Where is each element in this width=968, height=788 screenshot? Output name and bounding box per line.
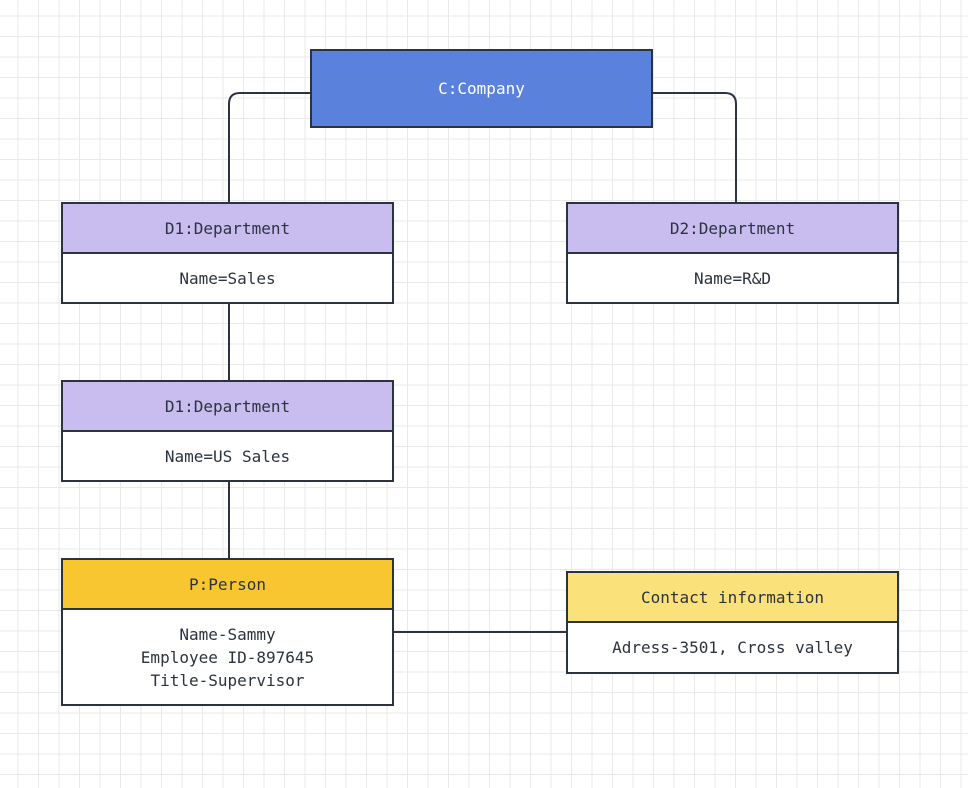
- department-body: Name=Sales: [63, 254, 392, 302]
- department-header: D2:Department: [568, 204, 897, 254]
- department-title: D1:Department: [164, 396, 291, 416]
- department-body: Name=R&D: [568, 254, 897, 302]
- department-node-d1[interactable]: D1:Department Name=Sales: [61, 202, 394, 304]
- person-body: Name-Sammy Employee ID-897645 Title-Supe…: [63, 610, 392, 704]
- department-node-d2[interactable]: D2:Department Name=R&D: [566, 202, 899, 304]
- department-body: Name=US Sales: [63, 432, 392, 480]
- person-employee-id: Employee ID-897645: [140, 647, 315, 667]
- department-node-us-sales[interactable]: D1:Department Name=US Sales: [61, 380, 394, 482]
- company-label: C:Company: [438, 79, 525, 98]
- department-header: D1:Department: [63, 204, 392, 254]
- department-name: Name=US Sales: [164, 446, 291, 466]
- connector-company-d1: [228, 92, 310, 202]
- department-title: D1:Department: [164, 218, 291, 238]
- contact-title: Contact information: [640, 587, 825, 607]
- person-node[interactable]: P:Person Name-Sammy Employee ID-897645 T…: [61, 558, 394, 706]
- department-title: D2:Department: [669, 218, 796, 238]
- contact-address: Adress-3501, Cross valley: [612, 638, 853, 657]
- department-header: D1:Department: [63, 382, 392, 432]
- person-header: P:Person: [63, 560, 392, 610]
- department-name: Name=R&D: [693, 268, 772, 288]
- company-node[interactable]: C:Company: [310, 49, 653, 128]
- contact-body: Adress-3501, Cross valley: [568, 623, 897, 672]
- contact-header: Contact information: [568, 573, 897, 623]
- department-name: Name=Sales: [179, 268, 276, 288]
- contact-node[interactable]: Contact information Adress-3501, Cross v…: [566, 571, 899, 674]
- connector-company-d2: [653, 92, 737, 202]
- person-name: Name-Sammy: [179, 624, 276, 644]
- person-job-title: Title-Supervisor: [150, 670, 305, 690]
- person-title: P:Person: [188, 574, 267, 594]
